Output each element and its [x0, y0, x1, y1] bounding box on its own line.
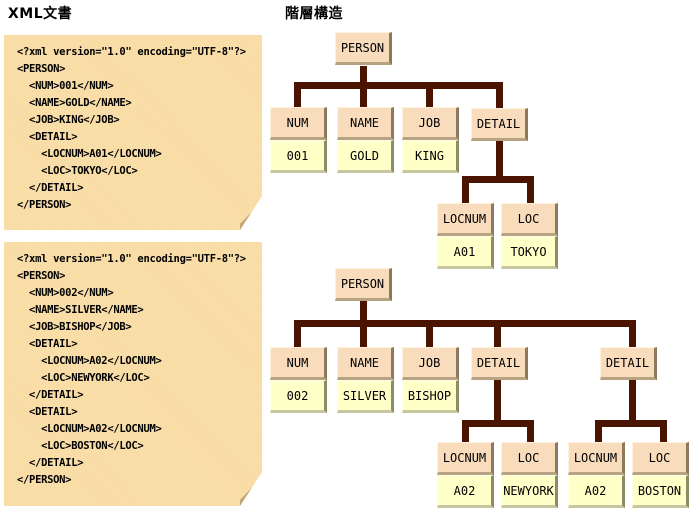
connector: [426, 320, 433, 347]
code-line: <JOB>KING</JOB>: [17, 114, 120, 126]
value-locnum: A02: [437, 475, 494, 508]
node-locnum: LOCNUM: [437, 442, 494, 475]
connector: [462, 176, 534, 183]
node-loc: LOC: [501, 203, 558, 236]
node-loc: LOC: [632, 442, 689, 475]
connector: [360, 82, 367, 108]
connector: [426, 82, 433, 108]
node-person: PERSON: [335, 268, 392, 301]
xml-document-heading: XML文書: [8, 6, 73, 22]
code-line: <JOB>BISHOP</JOB>: [17, 321, 132, 333]
code-line: </PERSON>: [17, 474, 72, 486]
connector: [294, 320, 301, 347]
connector: [595, 420, 602, 442]
xml-note-2: <?xml version="1.0" encoding="UTF-8"?> <…: [4, 242, 262, 506]
connector: [496, 141, 503, 182]
node-person: PERSON: [335, 32, 392, 65]
code-line: <?xml version="1.0" encoding="UTF-8"?>: [17, 46, 246, 58]
code-line: </PERSON>: [17, 199, 72, 211]
node-loc: LOC: [501, 442, 558, 475]
value-locnum: A02: [568, 475, 625, 508]
connector: [629, 320, 636, 347]
code-line: </DETAIL>: [17, 389, 84, 401]
code-line: <LOC>TOKYO</LOC>: [17, 165, 138, 177]
code-line: <NAME>SILVER</NAME>: [17, 304, 144, 316]
value-job: KING: [402, 140, 459, 173]
node-detail-2: DETAIL: [600, 347, 657, 380]
code-line: <LOCNUM>A02</LOCNUM>: [17, 355, 162, 367]
code-line: <PERSON>: [17, 270, 66, 282]
code-line: <LOCNUM>A01</LOCNUM>: [17, 148, 162, 160]
xml-code-2: <?xml version="1.0" encoding="UTF-8"?> <…: [17, 251, 246, 489]
node-job: JOB: [402, 107, 459, 140]
node-name: NAME: [337, 107, 394, 140]
code-line: <?xml version="1.0" encoding="UTF-8"?>: [17, 253, 246, 265]
connector: [360, 301, 367, 323]
node-detail-1: DETAIL: [471, 347, 528, 380]
xml-note-1: <?xml version="1.0" encoding="UTF-8"?> <…: [4, 35, 262, 230]
page-curl-icon: [240, 472, 262, 506]
value-job: BISHOP: [402, 380, 459, 413]
node-name: NAME: [337, 347, 394, 380]
value-name: GOLD: [337, 140, 394, 173]
connector: [462, 176, 469, 203]
connector: [595, 420, 667, 427]
code-line: <DETAIL>: [17, 338, 78, 350]
code-line: </DETAIL>: [17, 182, 84, 194]
connector: [294, 320, 636, 327]
node-num: NUM: [270, 107, 327, 140]
node-job: JOB: [402, 347, 459, 380]
code-line: <DETAIL>: [17, 131, 78, 143]
code-line: <PERSON>: [17, 63, 66, 75]
page-curl-icon: [240, 196, 262, 230]
connector: [496, 82, 503, 109]
value-name: SILVER: [337, 380, 394, 413]
code-line: <NUM>001</NUM>: [17, 80, 114, 92]
code-line: <NAME>GOLD</NAME>: [17, 97, 132, 109]
connector: [527, 420, 534, 442]
connector: [360, 320, 367, 347]
connector: [294, 82, 503, 89]
code-line: <LOCNUM>A02</LOCNUM>: [17, 423, 162, 435]
value-loc: TOKYO: [501, 236, 558, 269]
code-line: <DETAIL>: [17, 406, 78, 418]
code-line: </DETAIL>: [17, 457, 84, 469]
value-loc: NEWYORK: [501, 475, 558, 508]
node-num: NUM: [270, 347, 327, 380]
connector: [462, 420, 469, 442]
code-line: <LOC>BOSTON</LOC>: [17, 440, 144, 452]
value-num: 001: [270, 140, 327, 173]
connector: [294, 82, 301, 108]
connector: [629, 380, 636, 426]
value-locnum: A01: [437, 236, 494, 269]
value-num: 002: [270, 380, 327, 413]
connector: [360, 66, 367, 86]
code-line: <LOC>NEWYORK</LOC>: [17, 372, 150, 384]
node-detail: DETAIL: [471, 108, 528, 141]
connector: [494, 380, 501, 426]
hierarchy-heading: 階層構造: [285, 6, 343, 22]
connector: [527, 176, 534, 203]
connector: [660, 420, 667, 442]
value-loc: BOSTON: [632, 475, 689, 508]
connector: [462, 420, 534, 427]
connector: [494, 320, 501, 347]
node-locnum: LOCNUM: [568, 442, 625, 475]
node-locnum: LOCNUM: [437, 203, 494, 236]
code-line: <NUM>002</NUM>: [17, 287, 114, 299]
xml-code-1: <?xml version="1.0" encoding="UTF-8"?> <…: [17, 44, 246, 214]
